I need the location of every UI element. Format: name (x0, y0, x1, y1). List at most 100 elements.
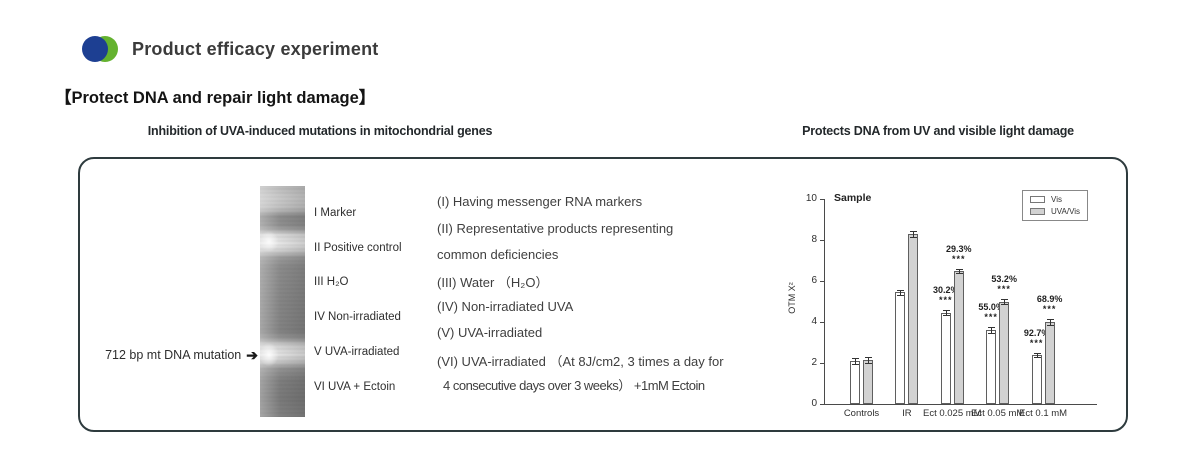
bar-uva-vis (953, 270, 964, 404)
y-tick-label: 4 (811, 316, 817, 327)
x-category-label: Ect 0.05 mM (971, 408, 1025, 419)
x-category-label: Ect 0.025 mM (922, 408, 982, 419)
significance-label: *** (984, 312, 998, 323)
legend-swatch (1030, 196, 1045, 203)
error-bar-cap (865, 363, 872, 364)
bar-vis (895, 292, 906, 404)
x-category-label: Controls (843, 408, 880, 419)
error-bar (913, 230, 915, 237)
note-line: (IV) Non-irradiated UVA (437, 299, 574, 314)
legend-item: Vis (1030, 195, 1080, 204)
gel-lane-label: III H₂O (314, 276, 349, 289)
error-bar-cap (1046, 318, 1054, 320)
y-tick (820, 240, 824, 241)
error-bar-cap (942, 315, 950, 317)
error-bar-cap (988, 327, 996, 329)
y-tick-label: 2 (811, 357, 817, 368)
error-bar-cap (942, 310, 950, 312)
note-line: (V) UVA-irradiated (437, 325, 543, 340)
caption-right-chart: Protects DNA from UV and visible light d… (802, 124, 1074, 138)
error-bar-cap (1001, 299, 1009, 301)
percent-label: 92.7% (1023, 327, 1050, 338)
error-bar (855, 357, 856, 365)
error-bar (1049, 318, 1051, 326)
bar-uva-vis (863, 359, 873, 404)
bar-vis (940, 312, 951, 404)
gel-electrophoresis-image (260, 186, 305, 417)
note-line: (II) Representative products representin… (437, 221, 674, 236)
error-bar (958, 268, 960, 273)
error-bar-cap (910, 230, 918, 232)
error-bar-cap (852, 357, 859, 359)
y-tick (820, 281, 824, 282)
note-line: 4 consecutive days over 3 weeks） +1mM Ec… (443, 378, 705, 393)
two-tone-dot-icon (82, 36, 118, 63)
bar-vis (1031, 354, 1042, 404)
error-bar-cap (865, 356, 872, 358)
note-line: (I) Having messenger RNA markers (437, 194, 643, 209)
error-bar (868, 356, 869, 363)
error-bar-cap (955, 272, 963, 274)
gel-band-label: 712 bp mt DNA mutation (105, 348, 242, 362)
percent-label: 29.3% (946, 243, 972, 254)
percent-label: 30.2% (933, 285, 959, 296)
significance-label: *** (997, 284, 1011, 295)
percent-label: 55.0% (978, 302, 1004, 313)
error-bar (900, 289, 902, 295)
legend-item: UVA/Vis (1030, 207, 1080, 216)
x-axis (824, 404, 1097, 405)
significance-label: *** (952, 253, 966, 264)
legend-label: UVA/Vis (1051, 207, 1081, 216)
x-category-label: Ect 0.1 mM (1019, 408, 1068, 419)
blue-circle-icon (82, 36, 108, 62)
y-tick (820, 363, 824, 364)
significance-label: *** (1042, 303, 1057, 314)
error-bar-cap (988, 333, 996, 335)
gel-lane-label: II Positive control (314, 241, 402, 254)
y-tick-label: 8 (811, 234, 817, 245)
bar-vis (986, 330, 997, 404)
results-panel: 712 bp mt DNA mutation ➔ I Marker II Posi… (78, 157, 1128, 432)
error-bar-cap (1033, 352, 1041, 354)
significance-label: *** (1029, 337, 1044, 348)
bar-uva-vis (908, 233, 919, 404)
y-tick (820, 404, 824, 405)
significance-label: *** (939, 295, 953, 306)
y-tick (820, 199, 824, 200)
right-arrow-icon: ➔ (246, 347, 258, 363)
note-line: common deficiencies (437, 247, 559, 262)
chart-title-label: Sample (834, 192, 872, 204)
y-tick (820, 322, 824, 323)
bar-vis (850, 360, 860, 404)
error-bar (1036, 352, 1038, 357)
x-category-label: IR (902, 408, 912, 419)
bar-uva-vis (999, 301, 1010, 404)
gel-lane-label: I Marker (314, 207, 357, 219)
note-line: (III) Water （H₂O） (437, 275, 549, 290)
error-bar (1004, 299, 1006, 304)
legend-swatch (1030, 208, 1045, 215)
legend-label: Vis (1051, 195, 1062, 204)
caption-left-gel: Inhibition of UVA-induced mutations in m… (147, 124, 493, 138)
bar-uva-vis (1044, 322, 1055, 404)
y-tick-label: 10 (805, 193, 817, 204)
section-title: 【Protect DNA and repair light damage】 (55, 89, 376, 107)
error-bar-cap (852, 364, 859, 366)
error-bar (945, 310, 947, 316)
error-bar-cap (1001, 303, 1009, 305)
page-title: Product efficacy experiment (132, 39, 379, 59)
error-bar-cap (897, 294, 905, 296)
y-axis (824, 199, 825, 404)
y-axis-label: OTM X² (787, 282, 797, 314)
y-tick-label: 0 (811, 398, 817, 409)
y-tick-label: 6 (811, 275, 817, 286)
error-bar-cap (955, 268, 963, 270)
gel-lane-label: IV Non-irradiated (314, 311, 401, 324)
error-bar (991, 327, 993, 334)
error-bar-cap (1046, 325, 1054, 327)
percent-label: 68.9% (1036, 293, 1063, 304)
error-bar-cap (910, 236, 918, 238)
header: Product efficacy experiment (82, 36, 378, 63)
gel-lane-label: V UVA-irradiated (314, 345, 400, 358)
